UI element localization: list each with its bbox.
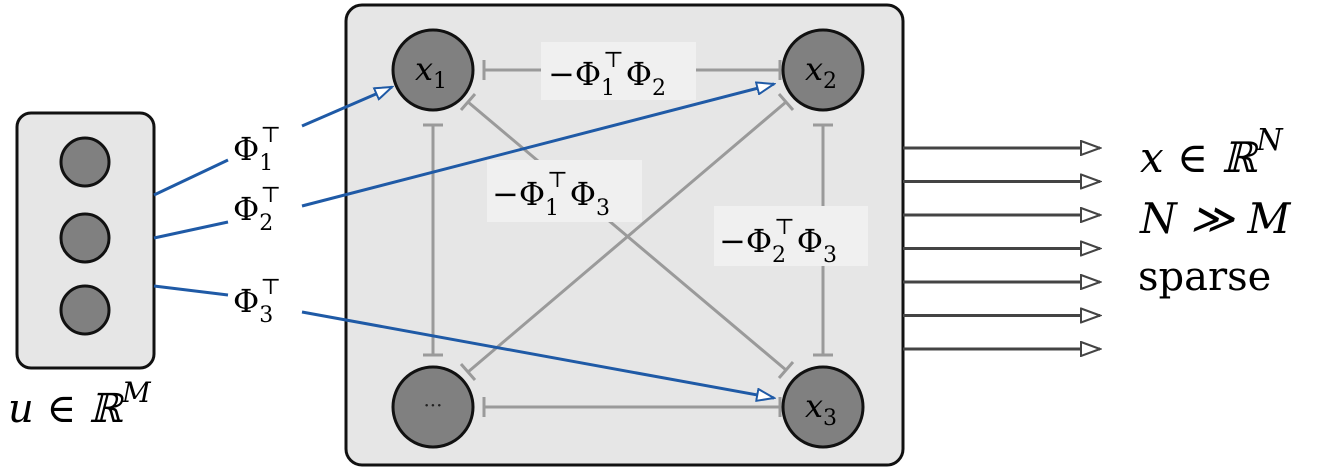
svg-text:x2: x2 bbox=[805, 50, 837, 94]
input-unit bbox=[59, 284, 111, 336]
node-ellipsis: ··· bbox=[391, 365, 475, 449]
inhibition-label-2-3: −Φ2⊤Φ3 bbox=[714, 206, 868, 268]
feed-arrow-3 bbox=[301, 310, 774, 398]
input-unit bbox=[59, 212, 111, 264]
output-arrows bbox=[903, 148, 1100, 349]
feed-arrow-2 bbox=[301, 84, 774, 208]
svg-text:−Φ1⊤Φ3: −Φ1⊤Φ3 bbox=[492, 168, 610, 221]
feed-label-1: Φ1⊤ bbox=[233, 123, 281, 176]
dimension-relation: N ≫ M bbox=[1139, 194, 1291, 243]
node-x3: x3 bbox=[781, 365, 865, 449]
feed-label-2: Φ2⊤ bbox=[233, 183, 281, 236]
input-unit bbox=[59, 136, 111, 188]
svg-text:x1: x1 bbox=[415, 50, 447, 94]
node-x1: x1 bbox=[391, 28, 475, 112]
svg-text:x3: x3 bbox=[805, 387, 837, 431]
feed-arrow-1a bbox=[153, 158, 229, 197]
output-space-label: x ∈ ℝN bbox=[1140, 123, 1284, 182]
feed-label-3: Φ3⊤ bbox=[233, 275, 281, 328]
inhibition-label-1-3: −Φ1⊤Φ3 bbox=[487, 160, 642, 222]
svg-text:···: ··· bbox=[423, 393, 442, 417]
feed-arrow-2a bbox=[153, 220, 229, 240]
svg-text:−Φ1⊤Φ2: −Φ1⊤Φ2 bbox=[548, 48, 666, 101]
feed-arrow-1 bbox=[301, 85, 392, 128]
svg-text:−Φ2⊤Φ3: −Φ2⊤Φ3 bbox=[719, 215, 837, 268]
sparse-label: sparse bbox=[1138, 254, 1271, 300]
input-space-label: u ∈ ℝM bbox=[8, 376, 152, 432]
inhibit-edge-x2-dots bbox=[467, 100, 787, 374]
node-x2: x2 bbox=[781, 28, 865, 112]
feedforward-connections bbox=[153, 84, 774, 398]
feed-arrow-3a bbox=[153, 284, 229, 297]
inhibition-label-1-2: −Φ1⊤Φ2 bbox=[541, 42, 696, 101]
input-population bbox=[15, 111, 156, 370]
